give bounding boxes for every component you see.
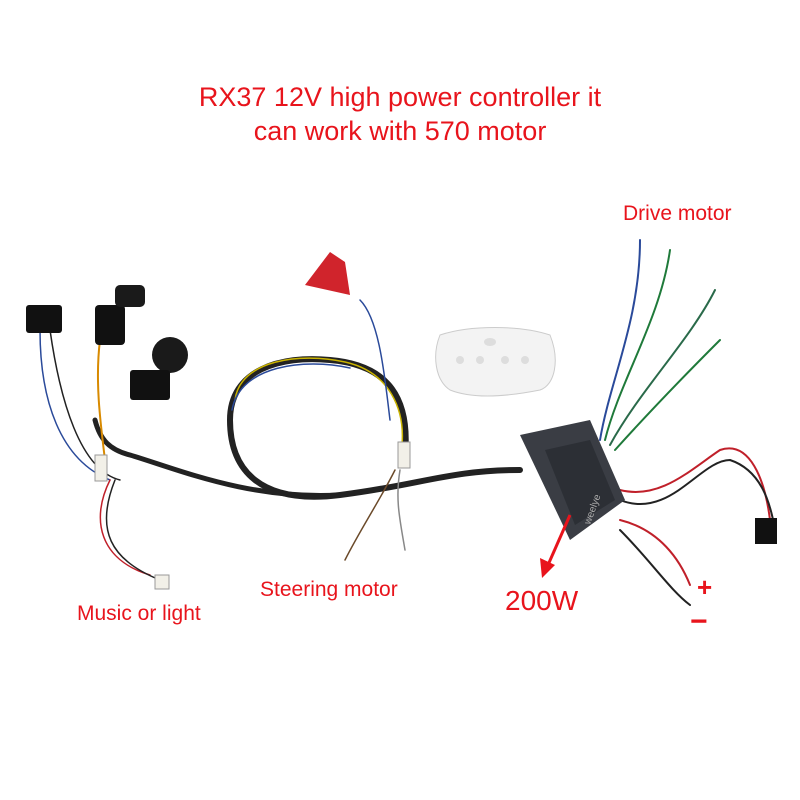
title-line-1: RX37 12V high power controller it	[198, 82, 602, 112]
label-minus: −	[690, 605, 708, 638]
key-switch	[95, 285, 145, 345]
rocker-switch	[26, 305, 62, 333]
controller-box: weelye	[520, 420, 625, 540]
label-steering-motor: Steering motor	[260, 578, 398, 601]
label-power: 200W	[505, 585, 579, 616]
battery-switch	[755, 518, 777, 544]
steering-connector	[305, 252, 350, 295]
title-line-2: can work with 570 motor	[253, 116, 547, 146]
connector	[397, 441, 411, 469]
label-music-or-light: Music or light	[77, 602, 201, 625]
remote-control	[435, 327, 556, 397]
connector	[154, 574, 170, 590]
push-button-switch	[130, 337, 188, 400]
label-plus: +	[697, 572, 713, 602]
connector	[94, 454, 108, 482]
label-drive-motor: Drive motor	[623, 202, 732, 225]
arrow-icon	[540, 514, 572, 578]
harness-wires	[39, 239, 776, 606]
